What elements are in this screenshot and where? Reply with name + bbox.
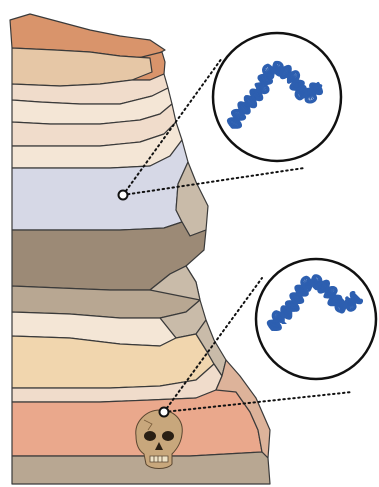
skull-eye-left [144, 431, 156, 441]
stratum-bottom-brown [12, 452, 270, 484]
dna-callout-upper [213, 33, 341, 161]
skull-teeth [150, 456, 168, 462]
sample-site-fossil [160, 408, 169, 417]
skull-eye-right [162, 431, 174, 441]
sample-site-sediment [119, 191, 128, 200]
